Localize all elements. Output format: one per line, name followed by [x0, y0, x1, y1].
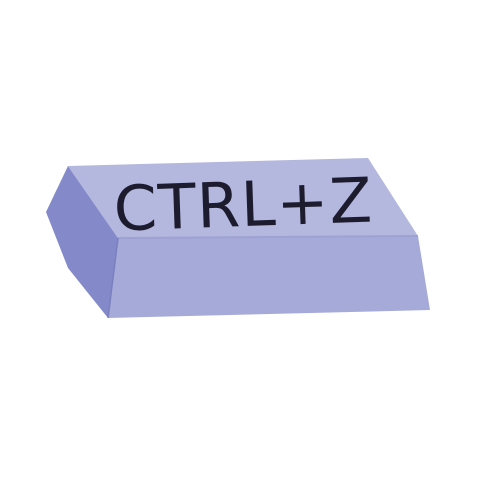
- key-front-face: [108, 236, 430, 318]
- key-side-edge: [107, 237, 119, 319]
- key-top-edge: [117, 235, 419, 239]
- key-top-face: [68, 158, 418, 238]
- key-label: CTRL+Z: [112, 164, 374, 246]
- key-side-face: [46, 166, 118, 318]
